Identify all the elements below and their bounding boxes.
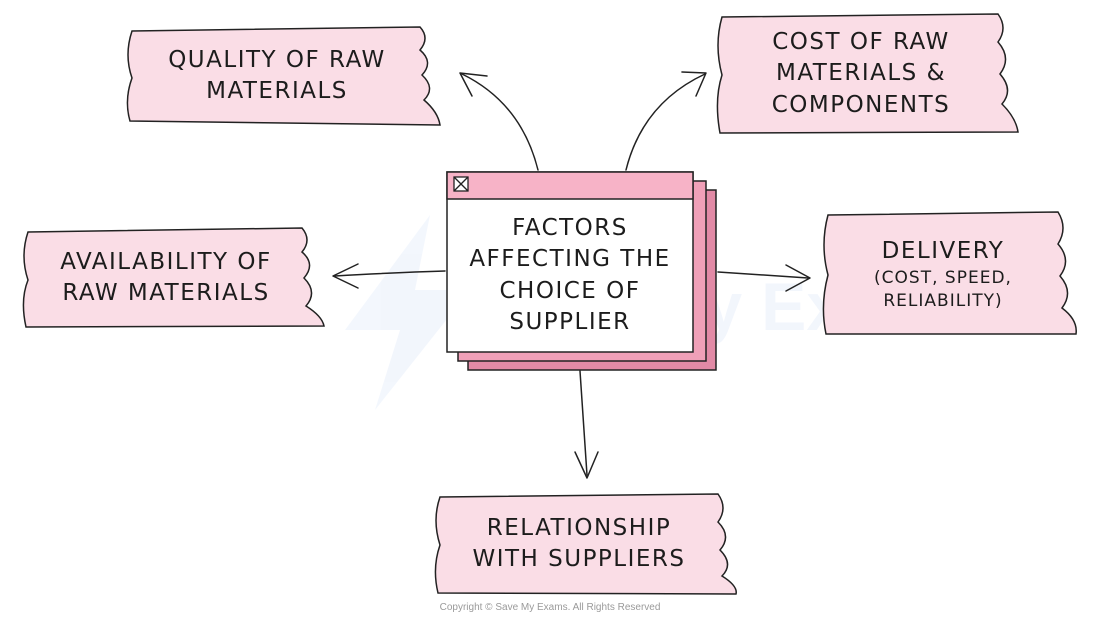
availability-box xyxy=(22,227,325,328)
arrow-to-relationship-head xyxy=(574,451,599,479)
close-icon xyxy=(453,176,469,192)
arrow-to-quality-head xyxy=(459,72,488,97)
window-header xyxy=(446,171,694,200)
watermark-bolt-icon xyxy=(345,215,470,410)
arrow-to-cost xyxy=(625,73,706,171)
cost-box xyxy=(716,13,1019,134)
factor-delivery-label: DELIVERY (COST, SPEED, RELIABILITY) xyxy=(828,218,1058,330)
factor-cost-label: COST OF RAW MATERIALS & COMPONENTS xyxy=(771,29,951,118)
factor-availability-label: AVAILABILITY OF RAW MATERIALS xyxy=(60,248,272,306)
center-window xyxy=(446,171,717,371)
arrow-to-delivery-head xyxy=(785,264,811,292)
copyright-notice: Copyright © Save My Exams. All Rights Re… xyxy=(439,602,661,613)
arrow-to-cost-head xyxy=(681,71,707,97)
arrow-to-relationship xyxy=(579,370,588,476)
relationship-box xyxy=(434,493,737,595)
arrow-to-availability-head xyxy=(332,263,359,289)
delivery-detail: (COST, SPEED, RELIABILITY) xyxy=(874,267,1012,311)
factor-quality-label: QUALITY OF RAW MATERIALS xyxy=(168,46,386,104)
quality-box xyxy=(126,26,441,126)
arrow-to-delivery xyxy=(717,271,809,279)
center-title: FACTORS AFFECTING THE CHOICE OF SUPPLIER xyxy=(469,215,671,335)
factor-relationship-label: RELATIONSHIP WITH SUPPLIERS xyxy=(472,514,686,572)
delivery-box xyxy=(822,211,1077,335)
delivery-title: DELIVERY xyxy=(881,237,1005,264)
arrow-to-availability xyxy=(334,270,446,277)
window-body xyxy=(446,171,694,353)
arrow-to-quality xyxy=(461,73,539,171)
